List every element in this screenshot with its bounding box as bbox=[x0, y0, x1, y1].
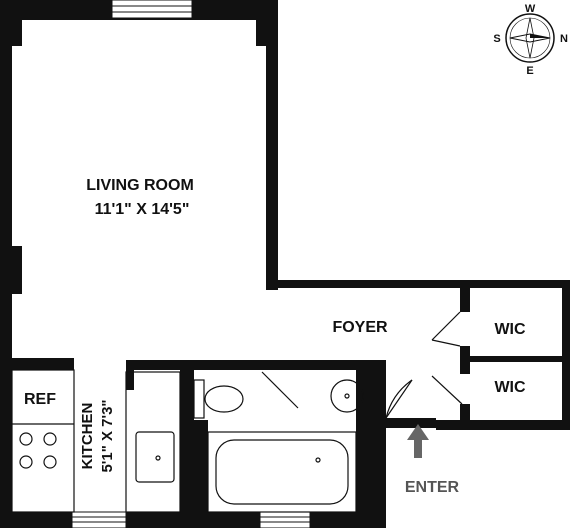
wall-wic-right bbox=[562, 288, 570, 430]
window-kitchen-bottom bbox=[71, 511, 127, 528]
wall-bath-top bbox=[126, 360, 386, 370]
enter-label: ENTER bbox=[405, 479, 460, 496]
wall-bath-right bbox=[368, 360, 386, 418]
fixtures bbox=[11, 369, 364, 513]
windows bbox=[71, 0, 311, 528]
kitchen-side-counter bbox=[125, 371, 181, 513]
bathtub bbox=[207, 431, 357, 513]
compass: W E S N bbox=[493, 3, 568, 77]
wall-kitchen-left bbox=[0, 358, 12, 528]
kitchen-dims: 5'1" X 7'3" bbox=[99, 399, 116, 472]
compass-ring bbox=[505, 13, 555, 63]
entry-arrow bbox=[407, 424, 429, 458]
window-bath-bottom bbox=[259, 511, 311, 528]
door-bath bbox=[261, 371, 299, 409]
compass-n: N bbox=[560, 33, 568, 45]
wall-bath-left-upper bbox=[126, 360, 134, 390]
wall-wic-bottom bbox=[436, 420, 570, 430]
window-living-top bbox=[111, 0, 193, 19]
door-wic-top bbox=[431, 311, 461, 341]
kitchen-sink bbox=[135, 431, 175, 483]
wall-bath-inner bbox=[194, 420, 208, 512]
living-room-name: LIVING ROOM bbox=[86, 177, 194, 194]
pilaster-top-left bbox=[12, 20, 22, 46]
wall-wic-left-bottom bbox=[460, 404, 470, 428]
bath-sink bbox=[330, 379, 364, 413]
door-wic-bottom bbox=[431, 375, 463, 405]
wall-bottom bbox=[0, 512, 386, 528]
pilaster-top-right bbox=[256, 20, 266, 46]
wall-foyer-bottom bbox=[386, 418, 436, 428]
wall-foyer-top bbox=[266, 280, 570, 288]
wall-living-right bbox=[266, 0, 278, 290]
wall-kitchen-top bbox=[0, 358, 74, 370]
door-entry bbox=[385, 379, 413, 419]
compass-s: S bbox=[493, 33, 500, 45]
foyer-label: FOYER bbox=[332, 319, 388, 336]
toilet bbox=[193, 379, 244, 419]
wall-bath-block bbox=[356, 370, 368, 512]
wall-kitchen-bath bbox=[180, 370, 194, 512]
ref-label: REF bbox=[24, 391, 56, 408]
wall-wic-left-top bbox=[460, 288, 470, 312]
kitchen-label-group: KITCHEN 5'1" X 7'3" bbox=[79, 399, 116, 472]
living-room-dims: 11'1" X 14'5" bbox=[95, 201, 190, 218]
wall-wic-divider bbox=[460, 356, 570, 362]
wic-top-label: WIC bbox=[494, 321, 526, 338]
wall-living-left bbox=[0, 0, 12, 360]
kitchen-name: KITCHEN bbox=[79, 403, 96, 470]
doors bbox=[261, 311, 463, 419]
kitchen-counter bbox=[11, 369, 75, 513]
compass-w: W bbox=[525, 3, 536, 15]
compass-e: E bbox=[526, 65, 533, 77]
wic-bottom-label: WIC bbox=[494, 379, 526, 396]
stove-burners bbox=[19, 432, 57, 469]
pilaster-left-mid bbox=[12, 246, 22, 294]
wall-bath-right-lower bbox=[368, 418, 386, 512]
